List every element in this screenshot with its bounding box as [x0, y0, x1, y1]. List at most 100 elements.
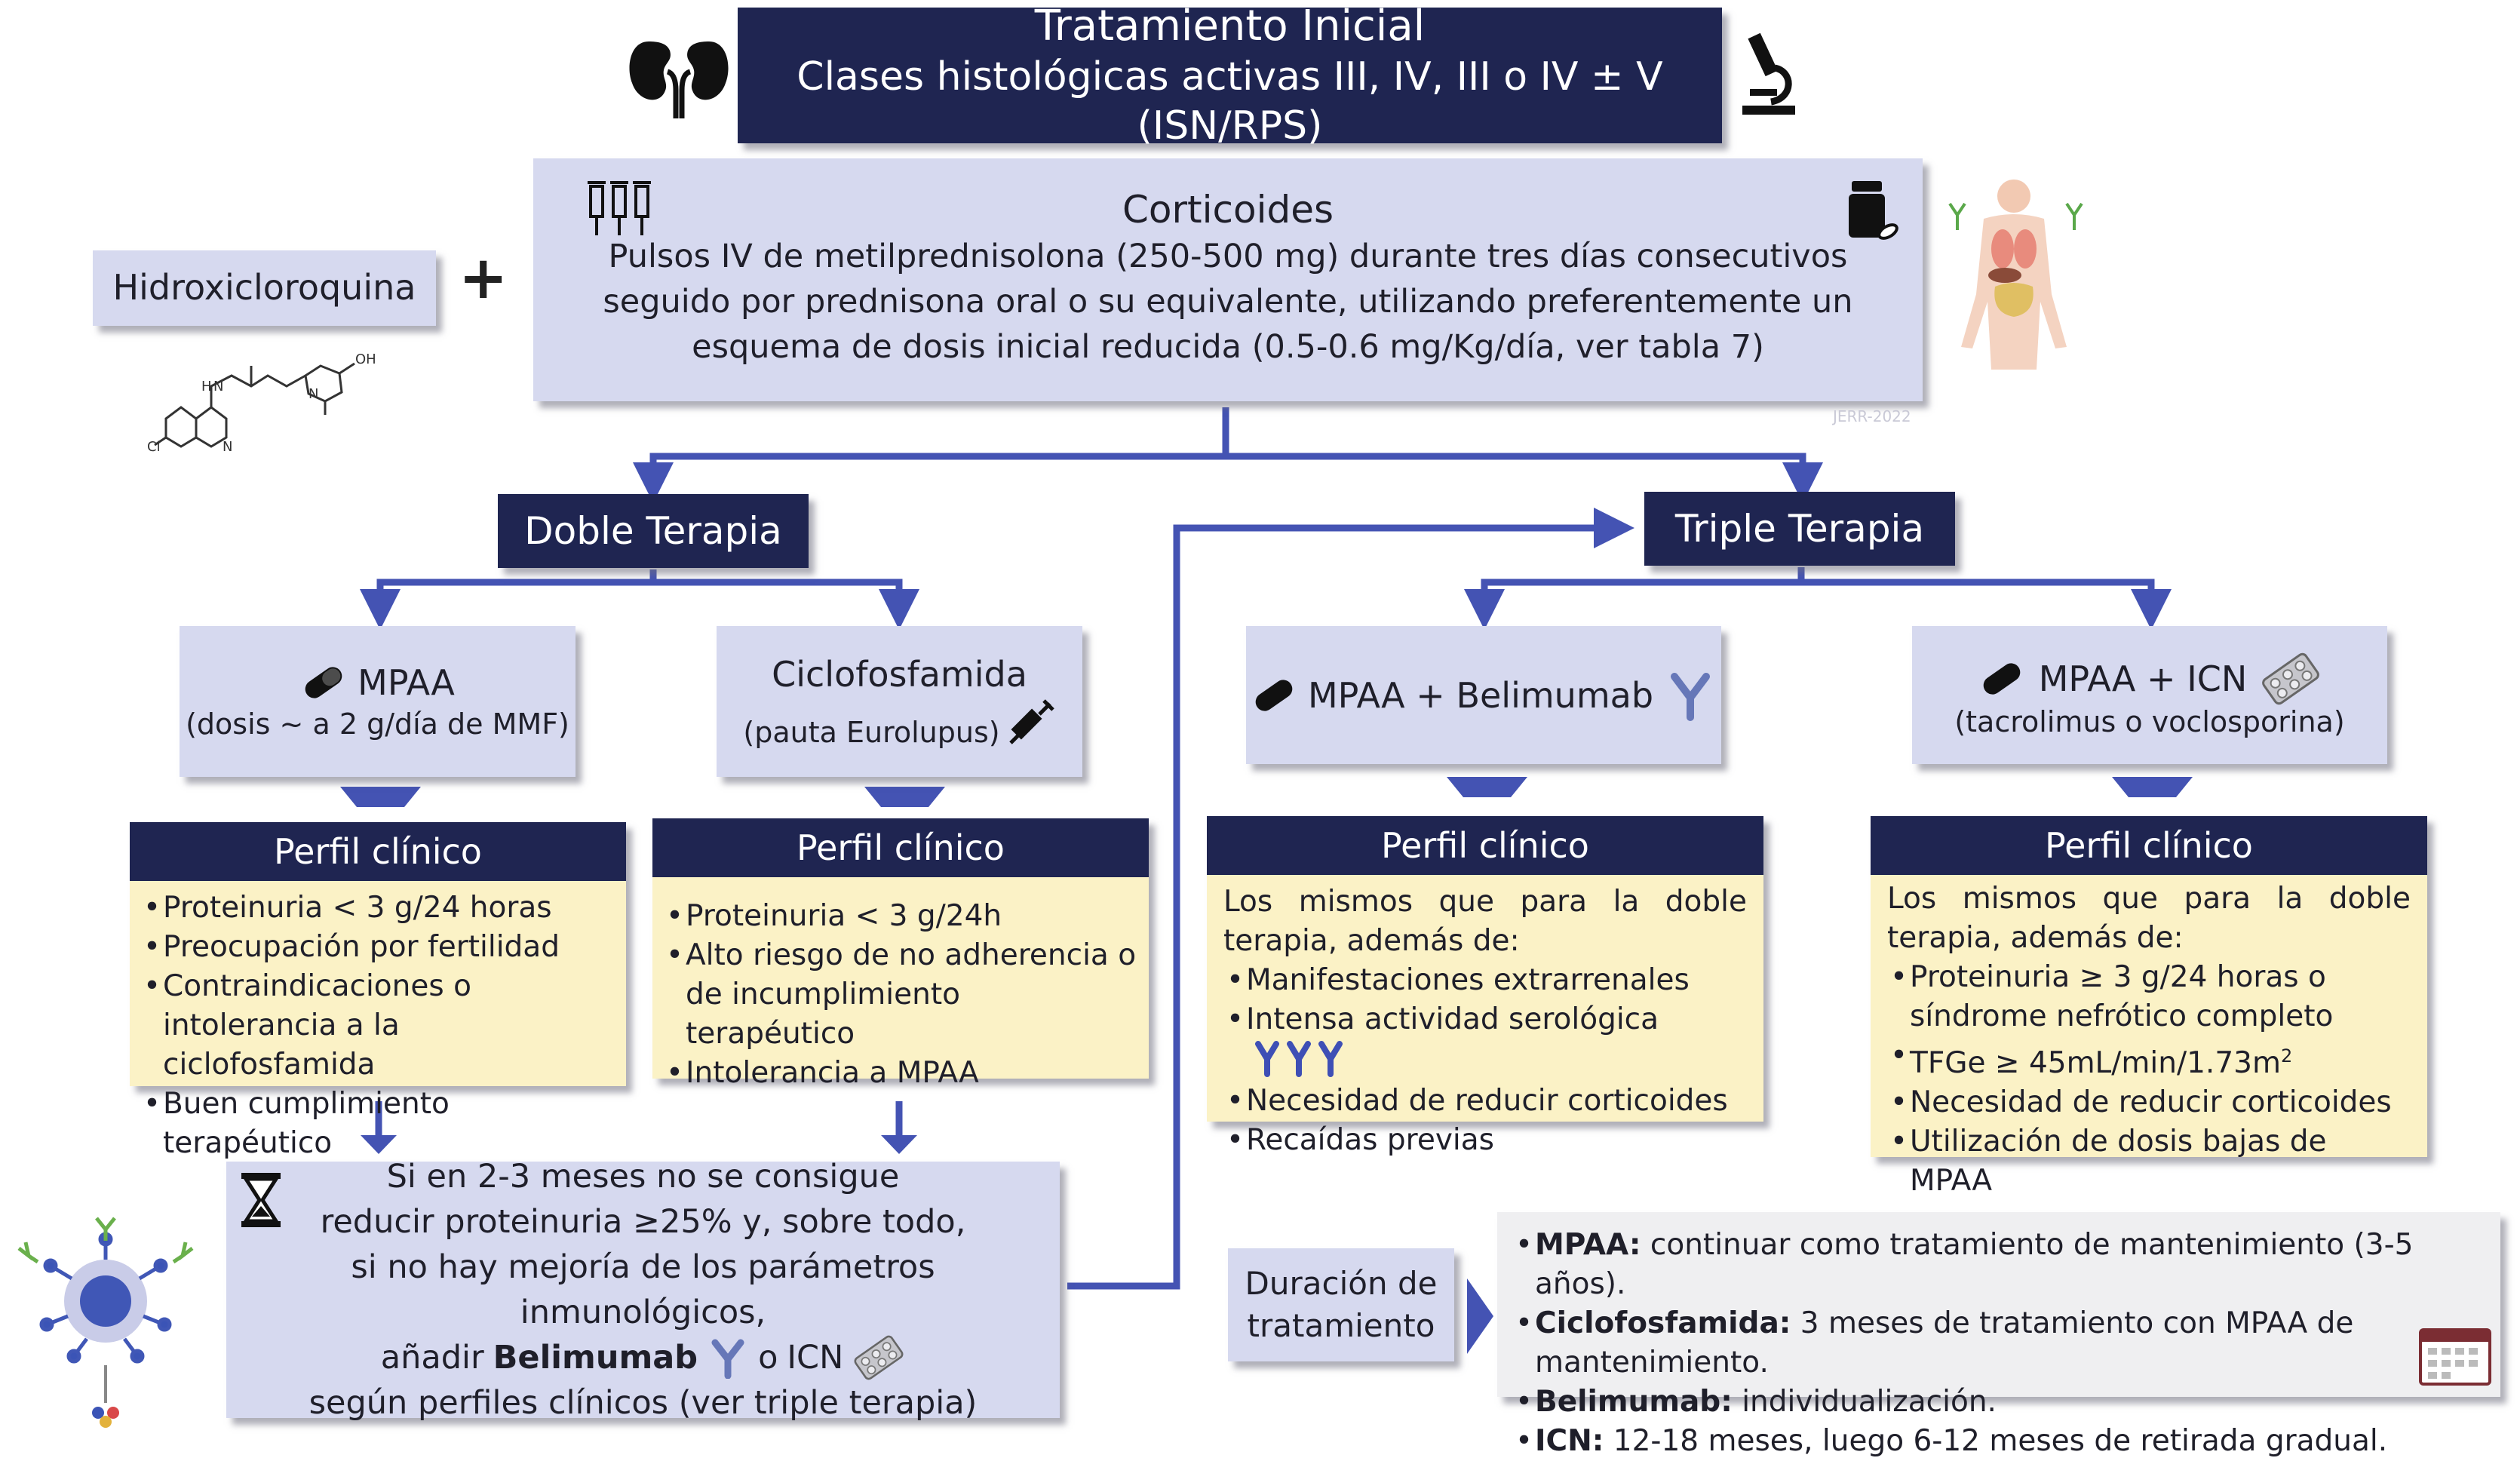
reevaluation-or: o: [758, 1339, 778, 1377]
profile-icn-header: Perfil clínico: [1871, 816, 2427, 875]
list-item: Proteinuria < 3 g/24h: [663, 897, 1138, 936]
superscript: 2: [2280, 1045, 2293, 1067]
corticosteroids-box: Corticoides Pulsos IV de metilprednisolo…: [533, 158, 1923, 401]
antibody-icon: [1255, 1041, 1343, 1077]
cyclophosphamide-option-box: Ciclofosfamida (pauta Eurolupus): [717, 626, 1082, 777]
flow-connectors: [340, 407, 2193, 1354]
human-body-icon: [1948, 180, 2083, 370]
profile-belimumab-title: Perfil clínico: [1381, 825, 1589, 866]
profile-mpaa-list: Proteinuria < 3 g/24 horas Preocupación …: [140, 889, 615, 1163]
hydroxychloroquine-box: Hidroxicloroquina: [93, 250, 436, 326]
list-item: Preocupación por fertilidad: [140, 928, 615, 967]
list-item: Utilización de dosis bajas de MPAA: [1887, 1122, 2411, 1201]
reevaluation-box: Si en 2-3 meses no se consigue reducir p…: [226, 1158, 1060, 1422]
capsule-icon: [1255, 679, 1293, 711]
pill-bottle-icon: [1849, 181, 1898, 240]
list-item: ICN: 12-18 meses, luego 6-12 meses de re…: [1512, 1422, 2484, 1461]
capsule-icon: [1983, 662, 2020, 695]
corticosteroids-title: Corticoides: [1122, 188, 1334, 232]
duration-label-1: Duración de: [1245, 1265, 1438, 1302]
mpaa-icn-title: MPAA + ICN: [2038, 658, 2248, 699]
svg-text:H: H: [201, 379, 212, 394]
list-item: Buen cumplimiento terapéutico: [140, 1085, 615, 1163]
list-item: Contraindicaciones o intolerancia a la c…: [140, 967, 615, 1085]
duration-drug-text: individualización.: [1742, 1385, 1997, 1419]
list-item: Belimumab: individualización.: [1512, 1383, 2484, 1422]
mpaa-belimumab-option-box: MPAA + Belimumab: [1246, 626, 1721, 764]
svg-text:Cl: Cl: [147, 439, 161, 453]
profile-cyclophosphamide-list: Proteinuria < 3 g/24h Alto riesgo de no …: [663, 897, 1138, 1093]
duration-drug-text: 3 meses de tratamiento con MPAA de mante…: [1535, 1306, 2354, 1380]
reevaluation-line5: según perfiles clínicos (ver triple tera…: [308, 1384, 978, 1422]
double-therapy-header: Doble Terapia: [498, 494, 809, 568]
header-box: Tratamiento Inicial Clases histológicas …: [738, 2, 1722, 149]
profile-icn-title: Perfil clínico: [2045, 825, 2253, 866]
duration-list: MPAA: continuar como tratamiento de mant…: [1512, 1226, 2484, 1461]
mpaa-option-sub: (dosis ~ a 2 g/día de MMF): [186, 707, 569, 741]
profile-mpaa: Perfil clínico Proteinuria < 3 g/24 hora…: [130, 822, 626, 1160]
list-item: Ciclofosfamida: 3 meses de tratamiento c…: [1512, 1304, 2484, 1383]
mpaa-option-box: MPAA (dosis ~ a 2 g/día de MMF): [180, 626, 576, 777]
list-item: Proteinuria ≥ 3 g/24 horas o síndrome ne…: [1887, 958, 2411, 1036]
list-item: Necesidad de reducir corticoides: [1223, 1082, 1747, 1121]
cyclophosphamide-option-sub: (pauta Eurolupus): [743, 716, 1000, 749]
duration-details-box: MPAA: continuar como tratamiento de mant…: [1497, 1212, 2500, 1461]
profile-icn: Perfil clínico Los mismos que para la do…: [1871, 816, 2427, 1198]
list-item: Proteinuria < 3 g/24 horas: [140, 889, 615, 928]
svg-text:N: N: [308, 386, 318, 402]
corticosteroids-text: Pulsos IV de metilprednisolona (250-500 …: [603, 237, 1853, 366]
reevaluation-belimumab: Belimumab: [493, 1339, 698, 1377]
triple-therapy-header: Triple Terapia: [1644, 492, 1955, 566]
triple-therapy-title: Triple Terapia: [1674, 507, 1925, 551]
profile-mpaa-header: Perfil clínico: [130, 822, 626, 881]
list-item: Intolerancia a MPAA: [663, 1054, 1138, 1093]
blister-pack-icon: [854, 1335, 904, 1380]
antibody-icon: [711, 1339, 744, 1379]
header-subtitle: Clases histológicas activas III, IV, III…: [797, 54, 1663, 149]
profile-belimumab: Perfil clínico Los mismos que para la do…: [1207, 816, 1763, 1160]
capsule-icon: [305, 667, 342, 698]
hourglass-icon: [241, 1173, 281, 1227]
cyclophosphamide-option-title: Ciclofosfamida: [772, 654, 1027, 695]
duration-drug-name: Belimumab:: [1535, 1385, 1733, 1419]
duration-drug-text: 12-18 meses, luego 6-12 meses de retirad…: [1613, 1424, 2388, 1458]
svg-text:N: N: [223, 439, 232, 453]
reevaluation-line2: reducir proteinuria ≥25% y, sobre todo,: [320, 1203, 966, 1241]
header-title: Tratamiento Inicial: [1034, 2, 1426, 51]
immune-cell-icon: [17, 1217, 194, 1428]
duration-label-2: tratamiento: [1247, 1307, 1435, 1344]
duration-drug-name: ICN:: [1535, 1424, 1604, 1458]
reevaluation-line3: si no hay mejoría de los parámetros inmu…: [351, 1248, 935, 1331]
antibody-icon: [1671, 672, 1711, 721]
list-item: Recaídas previas: [1223, 1121, 1747, 1160]
plus-sign: +: [459, 244, 508, 312]
syringes-icon: [588, 181, 651, 235]
list-item: Alto riesgo de no adherencia o de incump…: [663, 936, 1138, 1054]
reevaluation-line4: añadir Belimumab o ICN: [381, 1335, 906, 1380]
profile-belimumab-intro: Los mismos que para la doble terapia, ad…: [1223, 885, 1747, 958]
watermark: JERR-2022: [1833, 407, 1911, 425]
list-item: Intensa actividad serológica: [1223, 1000, 1747, 1082]
duration-drug-name: MPAA:: [1535, 1228, 1641, 1262]
hydroxychloroquine-label: Hidroxicloroquina: [112, 267, 416, 308]
blister-pack-icon: [2262, 652, 2320, 704]
list-item: TFGe ≥ 45mL/min/1.73m2: [1887, 1036, 2411, 1083]
mpaa-icn-option-box: MPAA + ICN (tacrolimus o voclosporina): [1912, 626, 2387, 764]
syringe-icon: [1008, 699, 1054, 744]
list-item-text: Intensa actividad serológica: [1246, 1002, 1659, 1036]
double-therapy-title: Doble Terapia: [524, 509, 782, 553]
reevaluation-line1: Si en 2-3 meses no se consigue: [386, 1158, 900, 1196]
profile-mpaa-title: Perfil clínico: [274, 831, 482, 872]
profile-icn-list: Proteinuria ≥ 3 g/24 horas o síndrome ne…: [1887, 958, 2411, 1201]
duration-label-box: Duración de tratamiento: [1228, 1248, 1454, 1361]
mpaa-belimumab-title: MPAA + Belimumab: [1307, 674, 1654, 716]
reevaluation-icn: ICN: [787, 1339, 844, 1377]
kidneys-icon: [629, 41, 729, 118]
list-item-text: TFGe ≥ 45mL/min/1.73m: [1910, 1046, 2281, 1080]
profile-belimumab-list: Manifestaciones extrarrenales Intensa ac…: [1223, 961, 1747, 1160]
reevaluation-add: añadir: [380, 1339, 484, 1377]
calendar-icon: [2419, 1328, 2491, 1386]
profile-cyclophosphamide-header: Perfil clínico: [652, 818, 1149, 877]
profile-icn-intro: Los mismos que para la doble terapia, ad…: [1887, 882, 2411, 955]
